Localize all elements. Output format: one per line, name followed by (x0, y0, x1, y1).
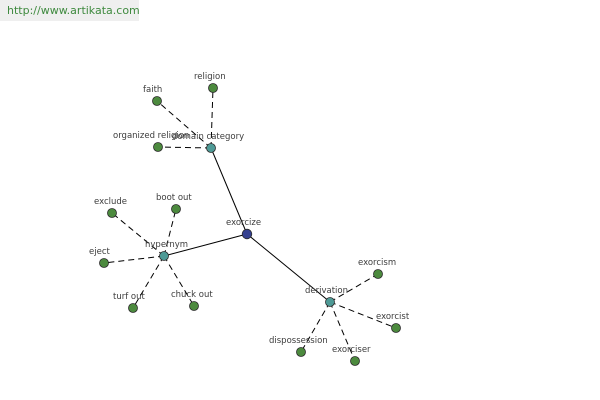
word-node-religion-dot[interactable] (208, 83, 218, 93)
edge-hypernym-boot-out (163, 208, 177, 257)
word-node-chuck-out[interactable]: chuck out (171, 290, 213, 311)
edges (103, 87, 397, 362)
word-node-dispossession-label: dispossession (269, 336, 328, 346)
relation-node-derivation[interactable]: derivation (305, 286, 348, 307)
edge-center-derivation (246, 233, 331, 303)
word-node-exorciser-label: exorciser (332, 345, 371, 355)
edge-center-hypernym (163, 233, 248, 257)
word-node-faith-label: faith (143, 85, 162, 95)
word-node-exclude-dot[interactable] (107, 208, 117, 218)
word-node-organized-religion[interactable]: organized religion (113, 131, 189, 152)
edge-hypernym-eject (103, 255, 165, 264)
edge-domain-faith (156, 100, 212, 149)
word-node-dispossession[interactable]: dispossession (269, 336, 328, 357)
word-node-eject[interactable]: eject (89, 247, 110, 268)
relation-node-domain-dot[interactable] (206, 143, 216, 153)
edge-hypernym-turf-out (132, 255, 165, 309)
word-node-boot-out-label: boot out (156, 193, 192, 203)
word-node-exorcist-dot[interactable] (391, 323, 401, 333)
word-node-turf-out[interactable]: turf out (113, 292, 145, 313)
word-node-religion-label: religion (194, 72, 226, 82)
relation-node-hypernym-label: hypernym (145, 240, 188, 250)
word-node-chuck-out-dot[interactable] (189, 301, 199, 311)
site-url-link[interactable]: http://www.artikata.com (7, 4, 140, 17)
word-node-exclude-label: exclude (94, 197, 127, 207)
edge-center-domain (210, 147, 248, 235)
relation-node-domain-label: domain category (172, 132, 244, 142)
edge-domain-religion (210, 87, 214, 149)
word-node-dispossession-dot[interactable] (296, 347, 306, 357)
word-node-eject-dot[interactable] (99, 258, 109, 268)
edge-derivation-exorcist (329, 301, 397, 329)
word-node-turf-out-label: turf out (113, 292, 145, 302)
relation-node-domain[interactable]: domain category (172, 132, 244, 153)
word-node-turf-out-dot[interactable] (128, 303, 138, 313)
word-node-faith[interactable]: faith (143, 85, 162, 106)
relation-node-derivation-label: derivation (305, 286, 348, 296)
word-node-religion[interactable]: religion (194, 72, 226, 93)
relation-node-hypernym[interactable]: hypernym (145, 240, 188, 261)
word-node-exorcist-label: exorcist (376, 312, 410, 322)
center-node-exorcize[interactable]: exorcize (226, 218, 261, 240)
url-bar: http://www.artikata.com (0, 0, 140, 21)
word-node-exclude[interactable]: exclude (94, 197, 127, 218)
edge-hypernym-exclude (111, 212, 165, 257)
word-node-exorcism-label: exorcism (358, 258, 396, 268)
center-node-exorcize-label: exorcize (226, 218, 261, 228)
edge-derivation-exorciser (329, 301, 356, 362)
center-node-exorcize-dot[interactable] (241, 228, 253, 240)
relation-node-hypernym-dot[interactable] (159, 251, 169, 261)
word-node-exorcist[interactable]: exorcist (376, 312, 410, 333)
word-node-organized-religion-label: organized religion (113, 131, 189, 141)
nodes: domain category religion faith organized re… (89, 72, 410, 366)
word-node-eject-label: eject (89, 247, 110, 257)
word-node-exorcism[interactable]: exorcism (358, 258, 396, 279)
relation-node-derivation-dot[interactable] (325, 297, 335, 307)
word-node-exorciser[interactable]: exorciser (332, 345, 371, 366)
word-node-organized-religion-dot[interactable] (153, 142, 163, 152)
word-node-boot-out[interactable]: boot out (156, 193, 192, 214)
word-node-faith-dot[interactable] (152, 96, 162, 106)
word-node-exorcism-dot[interactable] (373, 269, 383, 279)
word-node-boot-out-dot[interactable] (171, 204, 181, 214)
word-node-chuck-out-label: chuck out (171, 290, 213, 300)
word-node-exorciser-dot[interactable] (350, 356, 360, 366)
edge-domain-organized-religion (157, 146, 212, 149)
